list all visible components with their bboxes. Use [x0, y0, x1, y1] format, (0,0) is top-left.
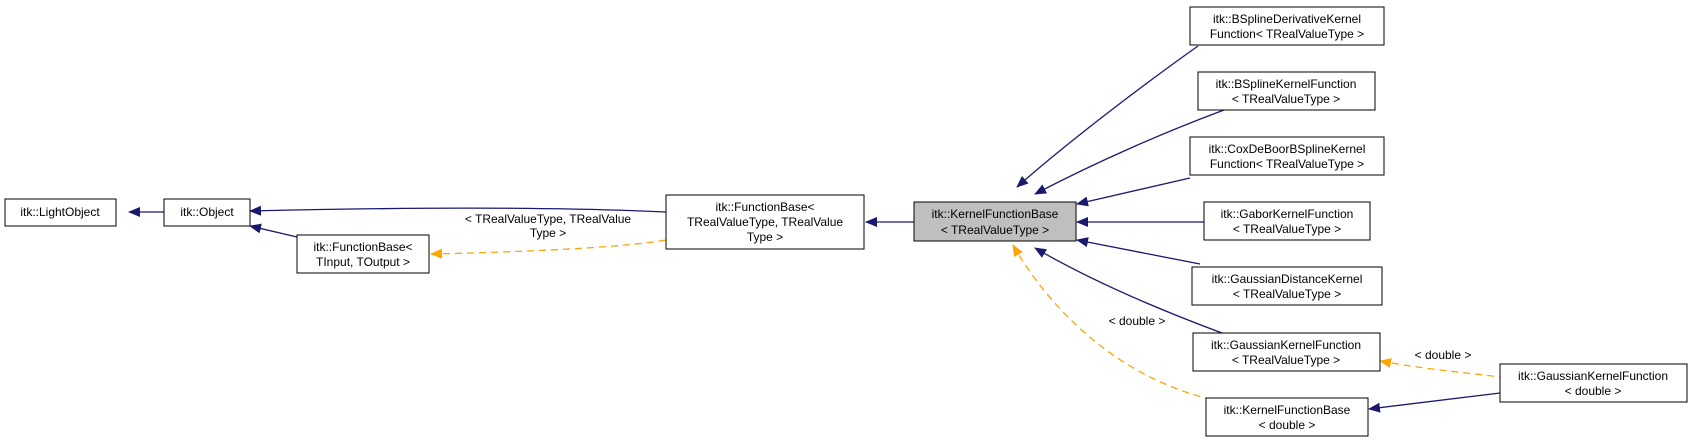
node-label-line-1: itk::KernelFunctionBase — [1224, 403, 1351, 417]
edge-functionbase-treal-to-tinput — [430, 239, 667, 259]
node-bspline-kernel-function[interactable]: itk::BSplineKernelFunction < TRealValueT… — [1197, 71, 1376, 111]
node-label-line-2: < double > — [1259, 418, 1316, 432]
node-gaussian-distance-kernel[interactable]: itk::GaussianDistanceKernel < TRealValue… — [1191, 266, 1383, 306]
node-label-line-1: itk::FunctionBase< — [313, 240, 412, 254]
edge-label-gaussian-double: < double > — [1415, 348, 1472, 362]
node-label-line-2: < TRealValueType > — [1233, 222, 1341, 236]
node-kernel-function-base-double[interactable]: itk::KernelFunctionBase < double > — [1205, 397, 1369, 437]
edge-gaussiankernel-to-kernelbase — [1034, 247, 1223, 334]
node-gabor-kernel-function[interactable]: itk::GaborKernelFunction < TRealValueTyp… — [1203, 201, 1371, 241]
edge-gaussian-double-to-kernelbase-double — [1368, 392, 1501, 413]
node-label-line-2: < TRealValueType > — [1232, 353, 1340, 367]
edge-gaussian-double-to-gaussiankernel — [1379, 358, 1501, 378]
edge-bsplinekernel-to-kernelbase — [1034, 109, 1225, 195]
node-object[interactable]: itk::Object — [163, 198, 251, 227]
node-label-line-3: Type > — [747, 230, 783, 244]
node-label-line-2: TInput, TOutput > — [316, 255, 410, 269]
node-label-line-2: < double > — [1565, 384, 1622, 398]
node-label: itk::Object — [180, 205, 234, 219]
node-label-line-2: Function< TRealValueType > — [1210, 157, 1364, 171]
edge-functionbase-tinput-to-object — [249, 223, 298, 238]
node-label-line-1: itk::CoxDeBoorBSplineKernel — [1209, 142, 1366, 156]
edge-labels: < TRealValueType, TRealValue Type > < do… — [465, 212, 1471, 362]
node-label-line-1: itk::FunctionBase< — [715, 200, 814, 214]
node-label-line-2: TRealValueType, TRealValue — [687, 215, 843, 229]
node-kernel-function-base-focus[interactable]: itk::KernelFunctionBase < TRealValueType… — [913, 201, 1077, 242]
node-label-line-1: itk::GaussianDistanceKernel — [1212, 272, 1363, 286]
node-gaussian-kernel-function[interactable]: itk::GaussianKernelFunction < TRealValue… — [1192, 332, 1381, 372]
node-bspline-derivative-kernel-function[interactable]: itk::BSplineDerivativeKernel Function< T… — [1189, 6, 1385, 46]
node-label-line-1: itk::BSplineDerivativeKernel — [1213, 12, 1361, 26]
node-function-base-tinput-toutput[interactable]: itk::FunctionBase< TInput, TOutput > — [296, 234, 430, 274]
node-label-line-2: < TRealValueType > — [941, 223, 1049, 237]
edge-label-kernel-double: < double > — [1109, 314, 1166, 328]
edge-functionbase-treal-to-object — [249, 205, 667, 216]
edges — [128, 45, 1501, 413]
node-light-object[interactable]: itk::LightObject — [4, 198, 117, 227]
node-label-line-2: < TRealValueType > — [1233, 287, 1341, 301]
node-label-line-2: Function< TRealValueType > — [1210, 27, 1364, 41]
edge-label-functionbase-line-1: < TRealValueType, TRealValue — [465, 212, 632, 226]
node-label-line-2: < TRealValueType > — [1232, 92, 1340, 106]
node-function-base-trealvaluetype[interactable]: itk::FunctionBase< TRealValueType, TReal… — [665, 194, 865, 250]
edge-coxdeboor-to-kernelbase — [1076, 177, 1191, 207]
edge-label-functionbase-line-2: Type > — [530, 226, 566, 240]
node-label: itk::LightObject — [20, 205, 100, 219]
node-label-line-1: itk::GaussianKernelFunction — [1518, 369, 1668, 383]
node-gaussian-kernel-function-double[interactable]: itk::GaussianKernelFunction < double > — [1499, 363, 1688, 403]
node-label-line-1: itk::GaborKernelFunction — [1221, 207, 1354, 221]
node-label-line-1: itk::KernelFunctionBase — [932, 207, 1059, 221]
edge-kernelbase-double-to-kernelbase — [1012, 244, 1219, 402]
node-label-line-1: itk::GaussianKernelFunction — [1211, 338, 1361, 352]
edge-bsplinederivative-to-kernelbase — [1016, 45, 1199, 188]
node-label-line-1: itk::BSplineKernelFunction — [1216, 77, 1357, 91]
edge-gaussiandistance-to-kernelbase — [1076, 237, 1201, 265]
node-coxdeboor-bspline-kernel-function[interactable]: itk::CoxDeBoorBSplineKernel Function< TR… — [1189, 136, 1385, 176]
